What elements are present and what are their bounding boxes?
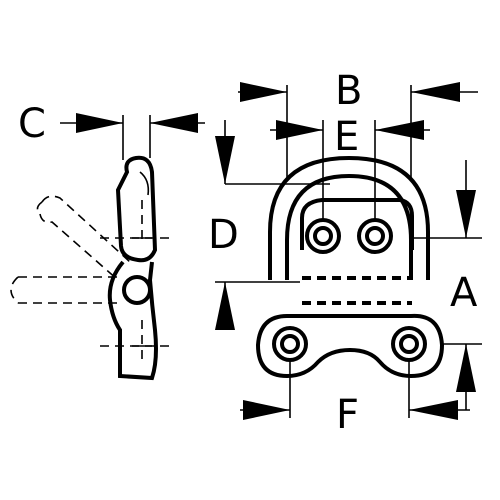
front-view [255,155,445,379]
ring-inner [285,173,413,280]
upper-hole-right-inner [365,226,385,246]
dimension-d: D [208,120,330,330]
upper-hole-left-inner [313,226,333,246]
ring-outer [268,155,430,280]
side-view-top-curve [139,171,150,196]
dim-c-arrow-right [150,113,198,133]
dimension-c: C [18,101,205,160]
upper-plate [300,198,414,250]
upper-hole-left [305,218,341,254]
label-f: F [336,392,359,438]
label-d: D [208,212,239,258]
base-hole-left [272,326,308,362]
dim-d-arrow-top [215,136,235,184]
dim-a-arrow-top [456,190,476,238]
side-view-alt-diagonal [41,195,131,263]
dimension-b: B [238,68,478,180]
dim-d-arrow-bottom [215,282,235,330]
dim-e-arrow-left [276,120,323,140]
base-plate [255,313,445,379]
side-view-pivot [122,275,152,305]
label-c: C [18,101,46,147]
dim-f-arrow-left [243,400,290,420]
side-view [10,155,170,381]
label-b: B [335,68,362,114]
side-view-lower-body [107,260,158,381]
dimension-e: E [270,114,430,222]
dim-b-arrow-left [240,82,287,102]
base-hole-right-inner [399,334,419,354]
dimension-f: F [240,360,470,438]
label-a: A [450,270,478,316]
dim-b-arrow-right [411,82,460,102]
base-hole-right [391,326,427,362]
side-view-alt-diagonal-end [36,201,43,215]
dim-c-arrow-left [76,113,123,133]
side-view-alt-diagonal [39,213,119,281]
side-view-alt-horizontal-end [10,276,19,304]
side-view-upper-lobe [115,155,158,263]
dim-e-arrow-right [375,120,424,140]
dim-a-arrow-bottom [456,344,476,392]
dimension-a: A [411,160,482,410]
upper-hole-right [357,218,393,254]
dim-f-arrow-right [409,400,458,420]
base-hole-left-inner [280,334,300,354]
label-e: E [334,114,359,160]
